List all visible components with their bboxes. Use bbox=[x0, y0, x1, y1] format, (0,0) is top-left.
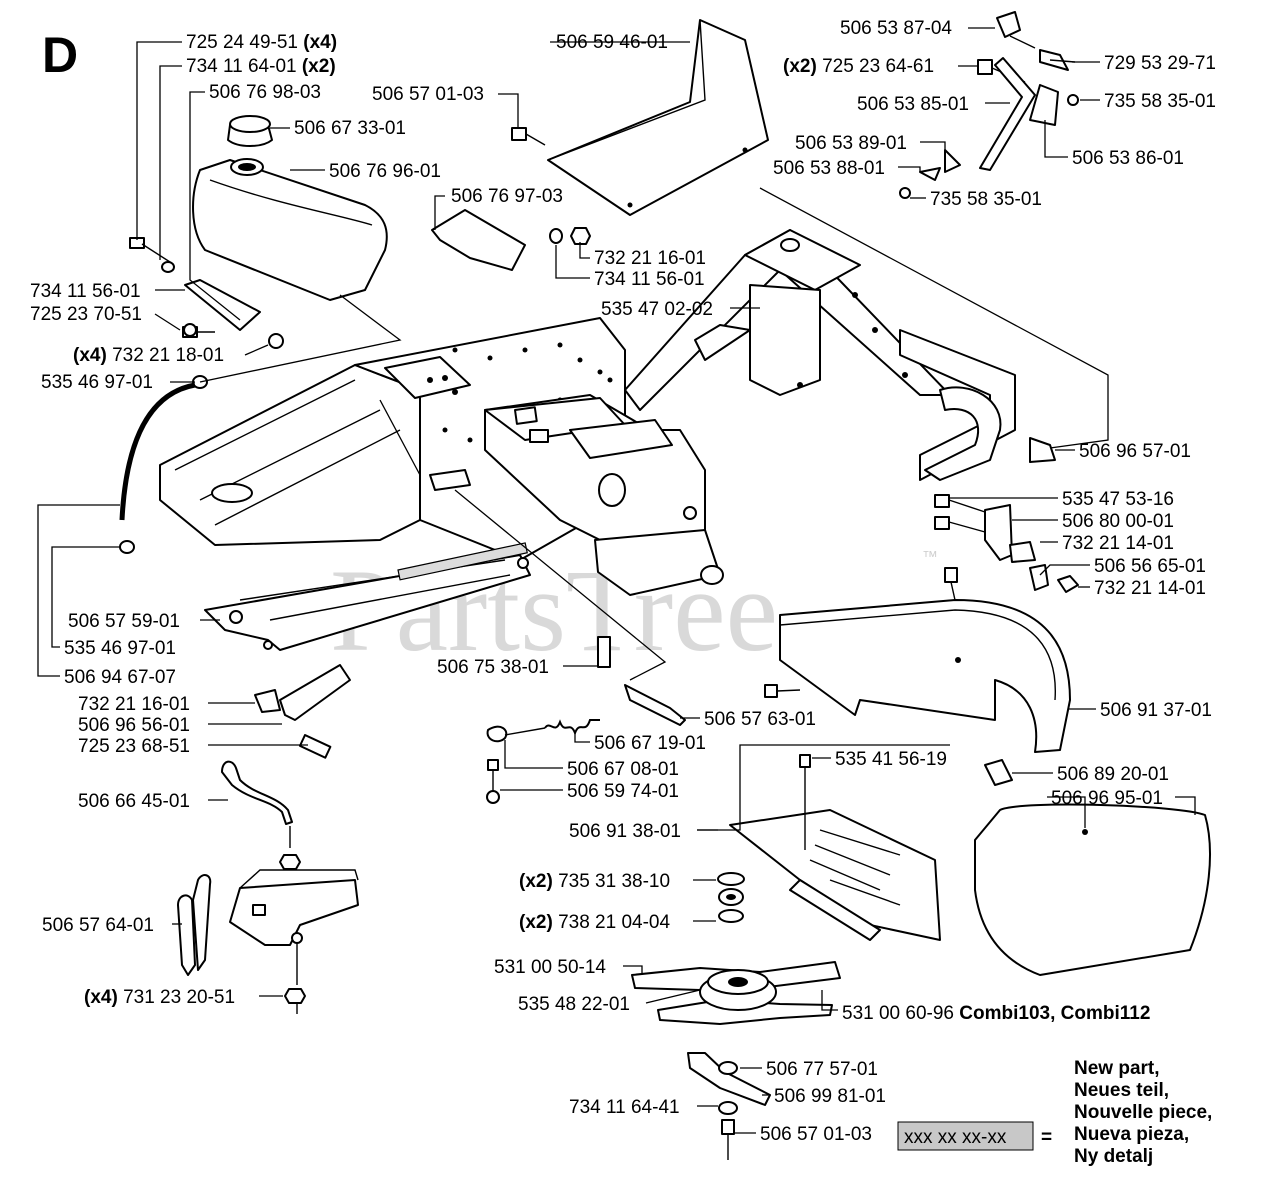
legend-line-1: New part, bbox=[1074, 1058, 1160, 1079]
callout-506-56-65-01: 506 56 65-01 bbox=[1094, 556, 1206, 577]
callout-535-41-56-19: 535 41 56-19 bbox=[835, 749, 947, 770]
legend-line-3: Nouvelle piece, bbox=[1074, 1102, 1212, 1123]
callout-506-53-85-01: 506 53 85-01 bbox=[857, 94, 969, 115]
callout-735-58-35-01-bottom: 735 58 35-01 bbox=[930, 189, 1042, 210]
tank-strap-drawing bbox=[184, 209, 526, 331]
callout-506-76-97-03: 506 76 97-03 bbox=[451, 186, 563, 207]
callout-535-47-53-16: 535 47 53-16 bbox=[1062, 489, 1174, 510]
callout-506-75-38-01: 506 75 38-01 bbox=[437, 657, 549, 678]
callout-506-67-19-01: 506 67 19-01 bbox=[594, 733, 706, 754]
callout-506-59-74-01: 506 59 74-01 bbox=[567, 781, 679, 802]
callout-506-53-87-04: 506 53 87-04 bbox=[840, 18, 952, 39]
callout-506-99-81-01: 506 99 81-01 bbox=[774, 1086, 886, 1107]
callout-506-96-56-01: 506 96 56-01 bbox=[78, 715, 190, 736]
callout-735-58-35-01-top: 735 58 35-01 bbox=[1104, 91, 1216, 112]
callout-506-57-01-03-bottom: 506 57 01-03 bbox=[760, 1124, 872, 1145]
callout-506-57-01-03-top: 506 57 01-03 bbox=[372, 84, 484, 105]
callout-731-23-20-51: (x4) 731 23 20-51 bbox=[84, 987, 235, 1008]
fuel-tank-drawing bbox=[192, 115, 388, 301]
legend-line-5: Ny detalj bbox=[1074, 1146, 1153, 1167]
callout-535-46-97-01-top: 535 46 97-01 bbox=[41, 372, 153, 393]
callout-506-57-59-01: 506 57 59-01 bbox=[68, 611, 180, 632]
callout-506-66-45-01: 506 66 45-01 bbox=[78, 791, 190, 812]
callout-506-57-63-01: 506 57 63-01 bbox=[704, 709, 816, 730]
seat-plate-drawing bbox=[547, 19, 769, 216]
callout-725-23-68-51: 725 23 68-51 bbox=[78, 736, 190, 757]
callout-535-48-22-01: 535 48 22-01 bbox=[518, 994, 630, 1015]
callout-506-53-89-01: 506 53 89-01 bbox=[795, 133, 907, 154]
callout-506-91-38-01: 506 91 38-01 bbox=[569, 821, 681, 842]
watermark-trademark: ™ bbox=[922, 549, 938, 566]
callout-506-76-98-03: 506 76 98-03 bbox=[209, 82, 321, 103]
callout-506-77-57-01: 506 77 57-01 bbox=[766, 1059, 878, 1080]
callout-506-80-00-01: 506 80 00-01 bbox=[1062, 511, 1174, 532]
cover-plate-drawing bbox=[974, 759, 1211, 976]
frame-chassis-drawing bbox=[159, 229, 1016, 651]
callout-531-00-50-14: 531 00 50-14 bbox=[494, 957, 606, 978]
legend-swatch bbox=[897, 1121, 1034, 1151]
rear-brackets-drawing bbox=[934, 437, 1079, 593]
legend-line-2: Neues teil, bbox=[1074, 1080, 1169, 1101]
callout-506-96-95-01: 506 96 95-01 bbox=[1051, 788, 1163, 809]
callout-734-11-64-41: 734 11 64-41 bbox=[569, 1097, 680, 1118]
callout-506-91-37-01: 506 91 37-01 bbox=[1100, 700, 1212, 721]
callout-531-00-60-96: 531 00 60-96 Combi103, Combi112 bbox=[842, 1003, 1150, 1024]
callout-732-21-16-01-left: 732 21 16-01 bbox=[78, 694, 190, 715]
legend-equals: = bbox=[1041, 1127, 1052, 1148]
callout-506-53-86-01: 506 53 86-01 bbox=[1072, 148, 1184, 169]
mount-assembly-drawing bbox=[177, 760, 359, 1014]
linkage-drawing bbox=[254, 636, 686, 804]
callout-732-21-16-01: 732 21 16-01 bbox=[594, 248, 706, 269]
lever-assembly-drawing bbox=[899, 11, 1079, 199]
deflector-drawing bbox=[729, 754, 941, 941]
new-part-legend: xxx xx xx-xx = New part, Neues teil, Nou… bbox=[897, 1058, 1212, 1167]
section-letter: D bbox=[42, 27, 78, 83]
callout-725-23-70-51: 725 23 70-51 bbox=[30, 304, 142, 325]
callout-labels: 725 24 49-51 (x4) 734 11 64-01 (x2) 506 … bbox=[30, 18, 1216, 1145]
callout-506-76-96-01: 506 76 96-01 bbox=[329, 161, 441, 182]
leader-lines bbox=[37, 27, 1196, 1134]
callout-735-31-38-10: (x2) 735 31 38-10 bbox=[519, 871, 670, 892]
callout-734-11-56-01-left: 734 11 56-01 bbox=[30, 281, 141, 302]
callout-506-67-08-01: 506 67 08-01 bbox=[567, 759, 679, 780]
callout-734-11-56-01-right: 734 11 56-01 bbox=[594, 269, 705, 290]
callout-732-21-14-01-a: 732 21 14-01 bbox=[1062, 533, 1174, 554]
callout-729-53-29-71: 729 53 29-71 bbox=[1104, 53, 1216, 74]
callout-506-67-33-01: 506 67 33-01 bbox=[294, 118, 406, 139]
callout-732-21-18-01: (x4) 732 21 18-01 bbox=[73, 345, 224, 366]
callout-535-47-02-02: 535 47 02-02 bbox=[601, 299, 713, 320]
legend-line-4: Nueva pieza, bbox=[1074, 1124, 1189, 1145]
blade-assembly-drawing bbox=[631, 872, 841, 1160]
callout-725-23-64-61: (x2) 725 23 64-61 bbox=[783, 56, 934, 77]
callout-732-21-14-01-b: 732 21 14-01 bbox=[1094, 578, 1206, 599]
callout-506-96-57-01: 506 96 57-01 bbox=[1079, 441, 1191, 462]
callout-738-21-04-04: (x2) 738 21 04-04 bbox=[519, 912, 670, 933]
belt-guard-drawing bbox=[764, 567, 1071, 753]
callout-506-89-20-01: 506 89 20-01 bbox=[1057, 764, 1169, 785]
callout-734-11-64-01: 734 11 64-01 (x2) bbox=[186, 56, 336, 77]
callout-506-94-67-07: 506 94 67-07 bbox=[64, 667, 176, 688]
callout-506-59-46-01: 506 59 46-01 bbox=[556, 32, 668, 53]
callout-535-46-97-01-bottom: 535 46 97-01 bbox=[64, 638, 176, 659]
callout-725-24-49-51: 725 24 49-51 (x4) bbox=[186, 32, 337, 53]
callout-506-53-88-01: 506 53 88-01 bbox=[773, 158, 885, 179]
legend-box-text: xxx xx xx-xx bbox=[904, 1127, 1007, 1148]
callout-506-57-64-01: 506 57 64-01 bbox=[42, 915, 154, 936]
